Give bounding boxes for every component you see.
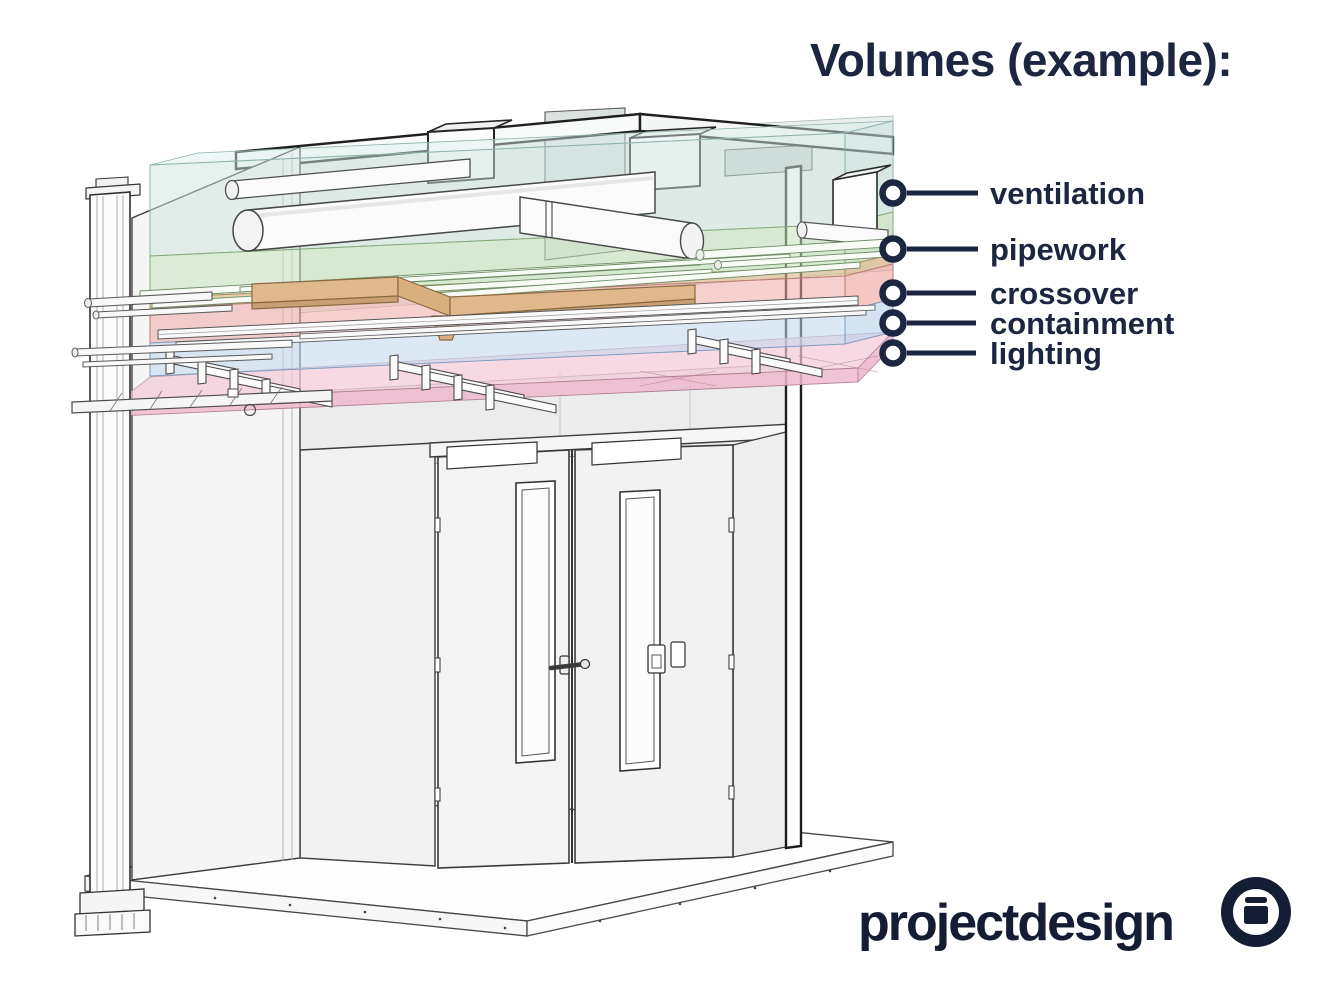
door-hinges (434, 517, 735, 802)
vision-panel-right (619, 489, 661, 772)
double-doors (434, 437, 735, 869)
box-in-circle-icon (1221, 877, 1291, 947)
legend-label-ventilation: ventilation (990, 176, 1145, 211)
legend-label-pipework: pipework (990, 232, 1127, 267)
legend: ventilation pipework crossover containme… (879, 176, 1174, 371)
legend-item-pipework: pipework (879, 232, 1127, 267)
legend-item-crossover: crossover (879, 276, 1138, 311)
logo: projectdesign (858, 877, 1291, 952)
door-sign-left (446, 441, 538, 470)
floor-fixing-dots (138, 869, 832, 930)
wall-post (74, 176, 151, 937)
legend-item-ventilation: ventilation (879, 176, 1145, 211)
page-title: Volumes (example): (810, 34, 1232, 86)
ceiling-support-channel (71, 386, 333, 417)
legend-item-lighting: lighting (879, 336, 1102, 371)
legend-marker-pipework (879, 235, 907, 263)
legend-marker-ventilation (879, 179, 907, 207)
legend-marker-lighting (879, 339, 907, 367)
legend-marker-containment (879, 309, 907, 337)
legend-label-lighting: lighting (990, 336, 1102, 371)
logo-text: projectdesign (858, 894, 1173, 952)
door-handle (548, 655, 591, 675)
legend-marker-crossover (879, 279, 907, 307)
door-sign-right (591, 437, 682, 466)
protruding-pipes (71, 291, 333, 417)
legend-item-containment: containment (879, 306, 1174, 341)
vision-panel-left (515, 480, 556, 764)
crossover-tray (251, 276, 696, 341)
ventilation-ducts (224, 158, 892, 260)
legend-label-containment: containment (990, 306, 1174, 341)
door-jamb-right (732, 431, 787, 858)
door-lock-devices (647, 641, 686, 674)
legend-label-crossover: crossover (990, 276, 1138, 311)
